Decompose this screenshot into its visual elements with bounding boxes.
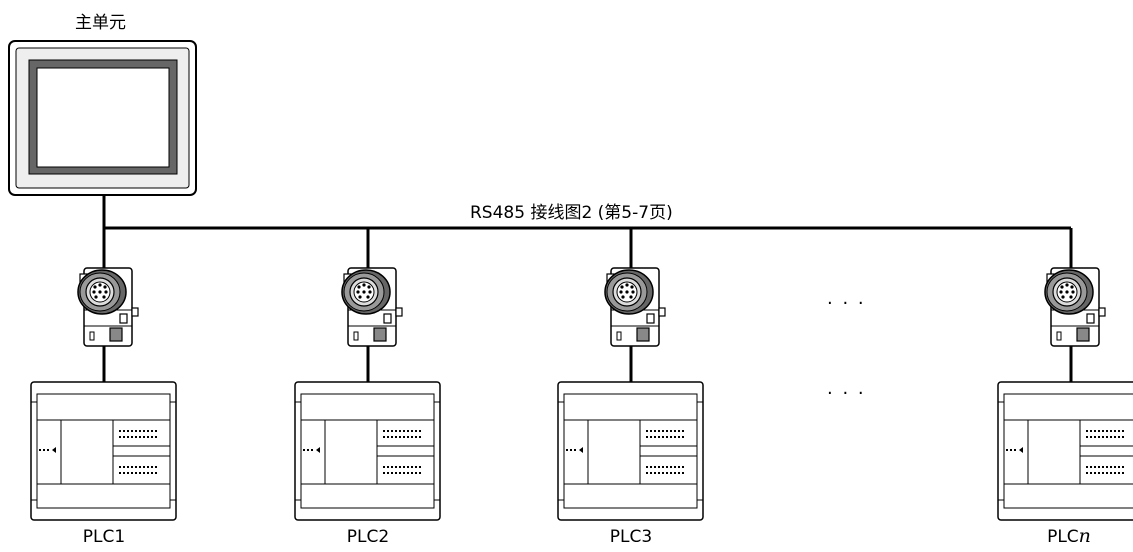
rs485-bus xyxy=(102,195,1073,382)
adapter-module-2 xyxy=(341,267,403,347)
plc-name: PLC2 xyxy=(346,527,390,547)
bus-label: RS485 接线图2 (第5-7页) xyxy=(470,203,673,223)
plc-unit-1 xyxy=(30,381,177,521)
adapter-module-3 xyxy=(604,267,666,347)
plc-label-n: PLCn xyxy=(1009,525,1129,547)
plc-name: PLC3 xyxy=(609,527,653,547)
plc-label-2: PLC2 xyxy=(308,527,428,547)
adapter-module-n xyxy=(1044,267,1106,347)
main-unit-label: 主单元 xyxy=(75,13,126,33)
plc-name: PLC xyxy=(1047,527,1079,547)
plc-label-1: PLC1 xyxy=(44,527,164,547)
main-unit-hmi xyxy=(8,40,197,196)
ellipsis-lower: · · · xyxy=(827,383,866,404)
ellipsis-upper: · · · xyxy=(827,293,866,314)
adapter-module-1 xyxy=(77,267,139,347)
plc-label-3: PLC3 xyxy=(571,527,691,547)
plc-suffix: n xyxy=(1078,525,1091,547)
plc-unit-2 xyxy=(294,381,441,521)
plc-unit-3 xyxy=(557,381,704,521)
plc-unit-n xyxy=(997,381,1133,521)
plc-name: PLC1 xyxy=(82,527,126,547)
